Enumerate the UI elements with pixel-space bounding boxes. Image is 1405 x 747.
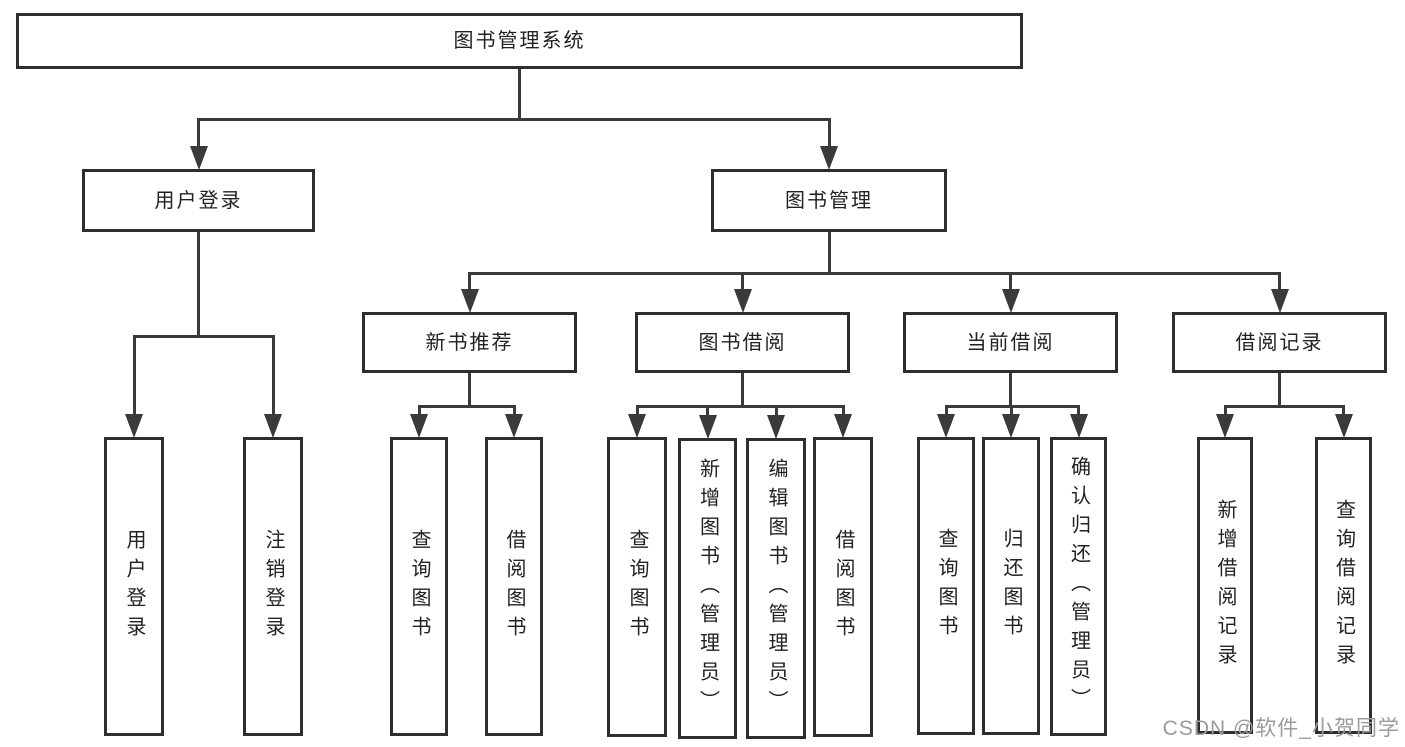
arrowhead-icon — [460, 289, 479, 313]
arrowhead-icon — [1334, 414, 1353, 438]
arrowhead-icon — [834, 414, 852, 438]
arrowhead-icon — [264, 414, 282, 438]
node-logout-login: 注销登录 — [243, 437, 303, 736]
connector-line — [197, 118, 831, 121]
connector-line — [841, 405, 845, 415]
connector-line — [827, 232, 831, 275]
connector-line — [741, 272, 744, 290]
node-user-login-branch: 用户登录 — [82, 169, 315, 232]
arrowhead-icon — [628, 414, 646, 438]
node-borrow-books-borrowing: 借阅图书 — [813, 437, 873, 737]
node-query-books-current: 查询图书 — [917, 437, 975, 735]
connector-line — [1009, 272, 1012, 290]
arrowhead-icon — [410, 414, 428, 438]
arrowhead-icon — [189, 146, 208, 170]
connector-line — [1223, 405, 1227, 415]
csdn-watermark: CSDN @软件_小贺同学 — [1162, 717, 1400, 740]
connector-line — [518, 69, 521, 121]
connector-line — [512, 405, 516, 415]
connector-line — [1077, 405, 1080, 415]
node-add-borrow-record: 新增借阅记录 — [1197, 437, 1253, 734]
connector-line — [635, 405, 845, 408]
node-borrow-books-recommend: 借阅图书 — [485, 437, 543, 736]
node-add-books-admin: 新增图书（管理员） — [678, 438, 737, 739]
connector-line — [197, 232, 200, 338]
arrowhead-icon — [1002, 414, 1020, 438]
connector-line — [1278, 272, 1281, 290]
connector-line — [1223, 405, 1345, 408]
node-book-management-branch: 图书管理 — [711, 169, 947, 232]
arrowhead-icon — [820, 146, 838, 170]
connector-line — [468, 272, 471, 290]
node-borrowing-records: 借阅记录 — [1172, 312, 1387, 373]
node-query-books-borrowing: 查询图书 — [607, 437, 667, 737]
node-library-system: 图书管理系统 — [16, 13, 1023, 69]
arrowhead-icon — [125, 414, 143, 438]
arrowhead-icon — [937, 414, 955, 438]
node-new-book-recommend: 新书推荐 — [362, 312, 577, 373]
node-return-books: 归还图书 — [982, 437, 1040, 735]
node-query-borrow-record: 查询借阅记录 — [1315, 437, 1372, 734]
connector-line — [197, 118, 200, 147]
connector-line — [774, 405, 778, 416]
node-edit-books-admin: 编辑图书（管理员） — [746, 438, 806, 739]
node-book-borrowing: 图书借阅 — [635, 312, 850, 373]
node-current-borrowing: 当前借阅 — [903, 312, 1118, 373]
connector-line — [706, 405, 709, 416]
connector-line — [468, 272, 1281, 275]
arrowhead-icon — [505, 414, 523, 438]
arrowhead-icon — [733, 289, 752, 313]
connector-line — [1342, 405, 1345, 415]
connector-line — [132, 335, 275, 338]
arrowhead-icon — [1069, 414, 1088, 438]
arrowhead-icon — [767, 415, 785, 439]
node-user-login: 用户登录 — [104, 437, 164, 736]
node-query-books-recommend: 查询图书 — [390, 437, 448, 736]
connector-line — [132, 335, 136, 415]
arrowhead-icon — [1001, 289, 1020, 313]
connector-line — [417, 405, 516, 408]
connector-line — [741, 373, 744, 408]
connector-line — [1009, 373, 1012, 408]
connector-line — [1278, 373, 1281, 408]
arrowhead-icon — [1270, 289, 1289, 313]
connector-line — [468, 373, 471, 408]
connector-line — [417, 405, 421, 415]
connector-line — [827, 118, 831, 147]
connector-line — [944, 405, 948, 415]
arrowhead-icon — [1216, 414, 1234, 438]
arrowhead-icon — [698, 415, 717, 439]
connector-line — [1009, 405, 1013, 415]
connector-line — [635, 405, 639, 415]
connector-line — [271, 335, 275, 415]
node-confirm-return-admin: 确认归还（管理员） — [1050, 437, 1107, 736]
